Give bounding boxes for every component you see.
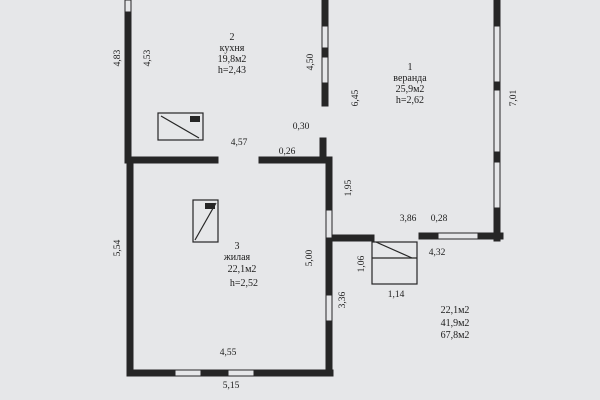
dim-5-15: 5,15 [223,381,240,391]
window-veranda-2 [493,89,501,153]
veranda-number: 1 [408,62,413,73]
porch-platform [371,241,418,285]
window-living-right-2 [325,294,333,322]
total-overall: 67,8м2 [441,330,470,341]
dim-1-14: 1,14 [388,290,405,300]
living-number: 3 [235,241,240,252]
dim-0-26: 0,26 [279,147,296,157]
window-veranda-1 [493,25,501,83]
porch-diagonal [375,241,413,259]
windows [124,0,501,377]
dim-5-54: 5,54 [113,239,123,256]
dim-4-50: 4,50 [306,53,316,70]
kitchen-area: 19,8м2 [218,54,247,65]
dim-6-45: 6,45 [351,89,361,106]
veranda-height: h=2,62 [396,95,424,106]
dim-4-32: 4,32 [429,248,446,258]
window-living-right-1 [325,209,333,239]
room-kitchen-label: 2 кухня 19,8м2 h=2,43 [218,32,247,76]
kitchen-stove-diagonal [160,115,200,139]
stove-kitchen [157,112,204,141]
kitchen-stove-flue [190,116,200,122]
dim-3-86: 3,86 [400,214,417,224]
living-stove-diagonal [194,202,217,241]
window-kitchen-top [124,0,132,13]
dim-3-36: 3,36 [338,291,348,308]
veranda-area: 25,9м2 [396,84,425,95]
dim-4-55: 4,55 [220,348,237,358]
area-totals: 22,1м2 41,9м2 67,8м2 [441,305,470,341]
window-living-bottom-1 [174,369,202,377]
window-veranda-3 [493,161,501,209]
total-living: 22,1м2 [441,305,470,316]
stove-living [192,199,219,243]
dim-4-53: 4,53 [143,49,153,66]
dim-0-30: 0,30 [293,122,310,132]
dim-4-83: 4,83 [113,49,123,66]
dim-0-28: 0,28 [431,214,448,224]
window-divider-1 [321,25,329,49]
kitchen-stove-box [157,112,204,141]
living-stove-box [192,199,219,243]
kitchen-number: 2 [230,32,235,43]
living-height: h=2,52 [230,278,258,289]
dim-7-01: 7,01 [509,89,519,106]
veranda-name: веранда [393,73,427,84]
window-living-bottom-2 [227,369,255,377]
window-veranda-bottom [437,232,479,240]
living-area: 22,1м2 [228,264,257,275]
dimensions: 4,83 4,53 4,50 6,45 7,01 0,30 4,57 0,26 … [113,49,519,391]
dim-1-95: 1,95 [344,179,354,196]
living-name: жилая [223,252,251,263]
dim-5-00: 5,00 [305,249,315,266]
room-veranda-label: 1 веранда 25,9м2 h=2,62 [393,62,427,106]
porch [371,241,418,285]
total-auxiliary: 41,9м2 [441,318,470,329]
room-living-label: 3 жилая 22,1м2 h=2,52 [223,241,258,289]
living-stove-flue [205,203,215,209]
dim-1-06: 1,06 [357,255,367,272]
kitchen-name: кухня [220,43,245,54]
window-divider-2 [321,56,329,84]
kitchen-height: h=2,43 [218,65,246,76]
dim-4-57: 4,57 [231,138,248,148]
